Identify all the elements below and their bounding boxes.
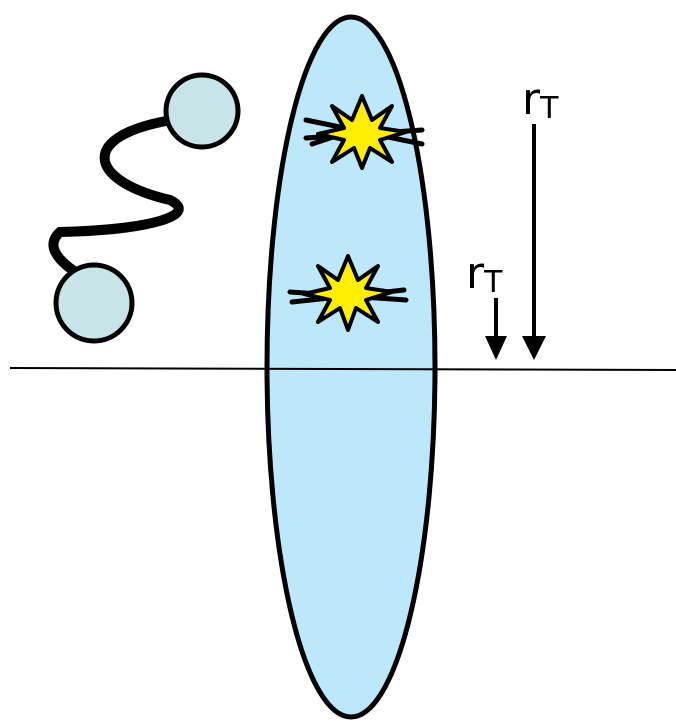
upper-radius-arrow-head	[522, 336, 546, 360]
lower-radius-label-sub: T	[483, 265, 503, 300]
lower-radius-arrow-head	[485, 336, 507, 360]
lower-radius-label-main: r	[466, 248, 485, 299]
horizontal-baseline	[9, 367, 676, 371]
upper-spark-star	[316, 94, 408, 170]
upper-radius-label-sub: T	[539, 91, 559, 126]
lower-spark-star	[302, 254, 394, 332]
lower-radius-arrow	[485, 298, 507, 360]
lower-radius-label: rT	[466, 248, 503, 300]
molecule-bead-bottom	[53, 262, 135, 344]
dumbbell-molecule-icon	[48, 72, 241, 344]
spark-burst-icon-upper	[303, 94, 425, 170]
molecule-wavy-link	[48, 115, 184, 287]
upper-radius-label: rT	[522, 74, 559, 126]
tall-ellipse	[264, 14, 438, 720]
upper-radius-arrow	[522, 124, 546, 360]
upper-radius-label-main: r	[522, 74, 541, 125]
molecule-bead-top	[163, 72, 241, 150]
spark-burst-icon-lower	[287, 254, 409, 332]
